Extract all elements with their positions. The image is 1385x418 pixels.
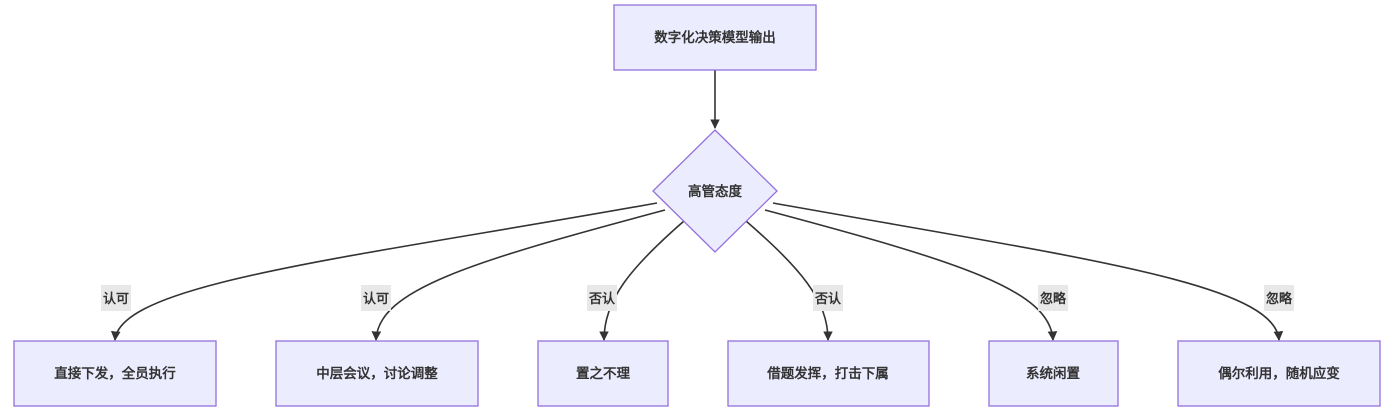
edge-decision-to-outcome-6 [772, 202, 1284, 341]
svg-text:忽略: 忽略 [1040, 291, 1067, 307]
svg-text:否认: 否认 [814, 291, 842, 307]
svg-text:数字化决策模型输出: 数字化决策模型输出 [654, 29, 776, 46]
outcome-node-3: 置之不理 [537, 340, 669, 407]
svg-text:中层会议，讨论调整: 中层会议，讨论调整 [316, 365, 438, 382]
edge-label-2: 认可 [361, 285, 391, 311]
edge-decision-to-outcome-1 [111, 202, 658, 341]
svg-text:系统闲置: 系统闲置 [1026, 365, 1080, 382]
edge-decision-to-outcome-5 [764, 209, 1058, 341]
edge-label-3: 否认 [587, 285, 617, 311]
svg-text:认可: 认可 [363, 291, 389, 307]
outcome-node-6: 偶尔利用，随机应变 [1177, 340, 1381, 407]
outcome-node-2: 中层会议，讨论调整 [275, 340, 479, 407]
outcome-node-5: 系统闲置 [988, 340, 1119, 407]
svg-text:直接下发，全员执行: 直接下发，全员执行 [54, 365, 176, 382]
edge-label-5: 忽略 [1038, 285, 1068, 311]
edge-label-4: 否认 [813, 285, 843, 311]
svg-text:借题发挥，打击下属: 借题发挥，打击下属 [766, 365, 889, 382]
edge-decision-to-outcome-3 [599, 220, 685, 341]
edge-label-1: 认可 [101, 285, 131, 311]
outcome-node-4: 借题发挥，打击下属 [727, 340, 930, 407]
outcome-node-1: 直接下发，全员执行 [13, 340, 217, 407]
svg-text:否认: 否认 [588, 291, 616, 307]
svg-text:高管态度: 高管态度 [688, 183, 742, 200]
svg-text:忽略: 忽略 [1266, 291, 1293, 307]
svg-text:置之不理: 置之不理 [576, 365, 630, 382]
edge-decision-to-outcome-2 [371, 209, 666, 341]
svg-text:偶尔利用，随机应变: 偶尔利用，随机应变 [1218, 365, 1340, 382]
root-node: 数字化决策模型输出 [613, 4, 817, 71]
edge-label-6: 忽略 [1264, 285, 1294, 311]
svg-text:认可: 认可 [103, 291, 129, 307]
decision-node: 高管态度 [652, 129, 778, 253]
edge-decision-to-outcome-4 [745, 220, 833, 341]
